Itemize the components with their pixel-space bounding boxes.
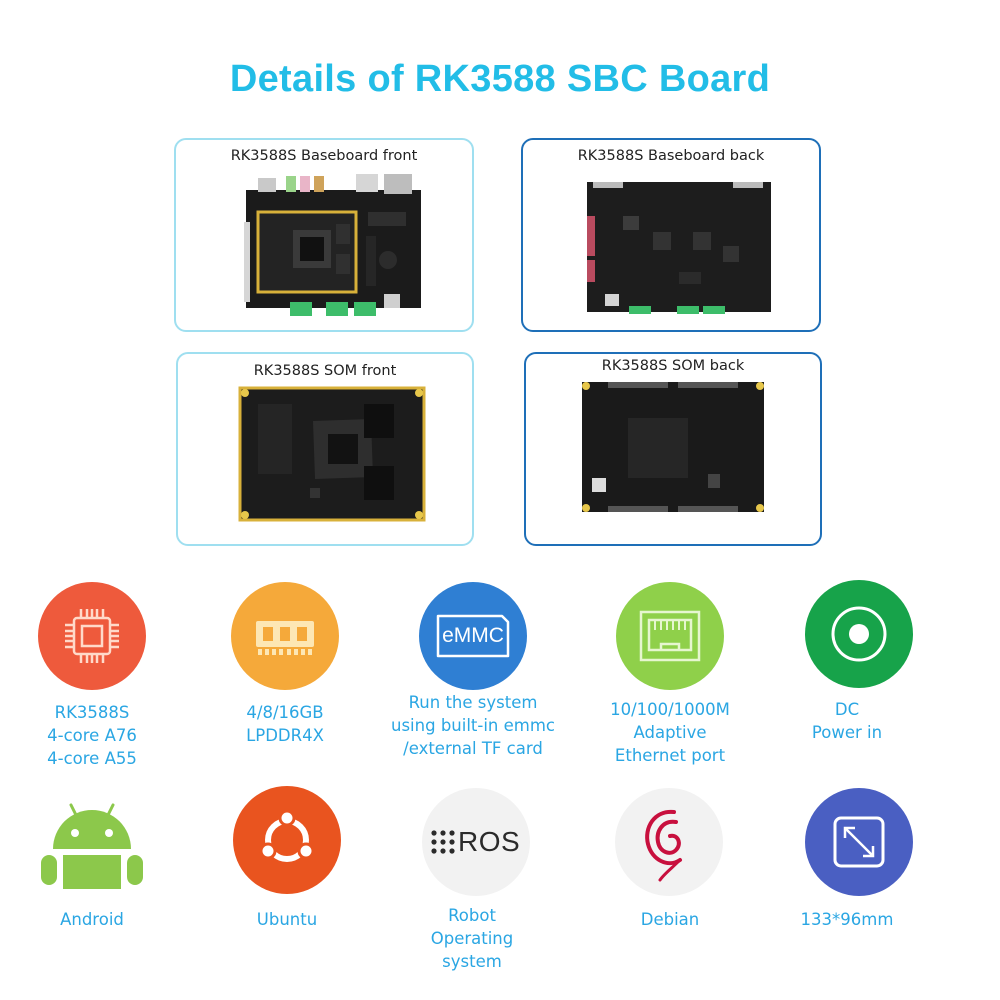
dimensions-feature-text: 133*96mm — [800, 910, 894, 929]
emmc-label: eMMC — [442, 624, 504, 647]
ros-icon — [431, 830, 455, 854]
memory-feature-circle — [231, 582, 339, 690]
baseboard-back-card: RK3588S Baseboard back — [521, 138, 821, 332]
android-icon — [41, 803, 143, 889]
page-title: Details of RK3588 SBC Board — [229, 58, 771, 100]
cpu-feature-circle — [38, 582, 146, 690]
dimensions-feature-circle — [805, 788, 913, 896]
ethernet-port-icon — [639, 610, 701, 662]
dc-power-feature-text: DC Power in — [811, 700, 883, 742]
som-front-image — [238, 386, 426, 522]
ethernet-feature-circle — [616, 582, 724, 690]
memory-feature-text: 4/8/16GB LPDDR4X — [246, 703, 324, 745]
ros-feature-text: Robot Operating system — [430, 906, 514, 971]
dc-power-icon — [831, 606, 887, 662]
cpu-feature-text: RK3588S 4-core A76 4-core A55 — [47, 703, 137, 768]
baseboard-back-image — [587, 182, 771, 314]
som-front-card: RK3588S SOM front — [176, 352, 474, 546]
debian-feature-text: Debian — [640, 910, 700, 929]
emmc-feature-circle: eMMC — [419, 582, 527, 690]
debian-feature-circle — [615, 788, 723, 896]
som-back-card: RK3588S SOM back — [524, 352, 822, 546]
cpu-icon — [65, 609, 119, 663]
emmc-icon — [436, 614, 510, 658]
android-feature-circle — [38, 790, 146, 898]
ros-feature-circle: ROS — [422, 788, 530, 896]
emmc-feature-text: Run the system using built-in emmc /exte… — [391, 693, 555, 758]
photo-caption: RK3588S Baseboard back — [577, 148, 765, 164]
photo-caption: RK3588S SOM back — [601, 358, 745, 374]
dc-power-feature-circle — [805, 580, 913, 688]
android-feature-text: Android — [60, 910, 124, 929]
dimensions-icon — [833, 816, 885, 868]
ubuntu-feature-text: Ubuntu — [256, 910, 318, 929]
baseboard-front-card: RK3588S Baseboard front — [174, 138, 474, 332]
photo-caption: RK3588S SOM front — [253, 363, 397, 379]
ethernet-feature-text: 10/100/1000M Adaptive Ethernet port — [610, 700, 730, 765]
memory-icon — [256, 621, 314, 655]
ros-label: ROS — [458, 826, 521, 857]
baseboard-front-image — [244, 174, 421, 316]
debian-icon — [645, 809, 682, 882]
som-back-image — [582, 382, 764, 512]
ubuntu-icon — [259, 809, 315, 862]
ubuntu-feature-circle — [233, 786, 341, 894]
photo-caption: RK3588S Baseboard front — [230, 148, 418, 164]
